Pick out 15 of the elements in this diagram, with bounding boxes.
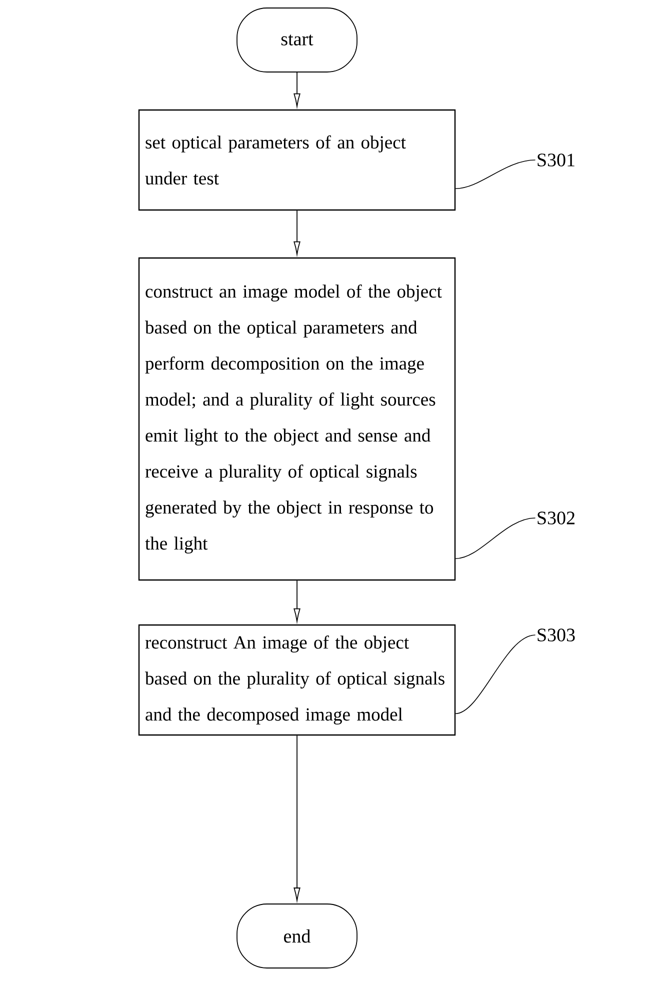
arrow (294, 210, 300, 255)
leader-line (455, 160, 536, 189)
arrow (294, 72, 300, 107)
terminal-box: start (236, 8, 358, 72)
leader-line (455, 518, 536, 559)
leader-line (455, 634, 536, 714)
step-label: S302 (538, 512, 574, 524)
arrow (294, 580, 300, 622)
step-label: S301 (538, 154, 574, 166)
arrow (294, 735, 300, 901)
process-box: construct an image model of the object based on the optical parameters and perform decomposition on the image model; and a plurality of light sources emit light to the object and sense and receive a plurality of optical signals generated by the object in response to the light (138, 257, 456, 581)
terminal-box: end (236, 904, 358, 968)
process-box: reconstruct An image of the object based on the plurality of optical signals and the decomposed image model (138, 624, 456, 736)
process-box: set optical parameters of an object under test (138, 109, 456, 211)
step-label: S303 (538, 628, 575, 642)
